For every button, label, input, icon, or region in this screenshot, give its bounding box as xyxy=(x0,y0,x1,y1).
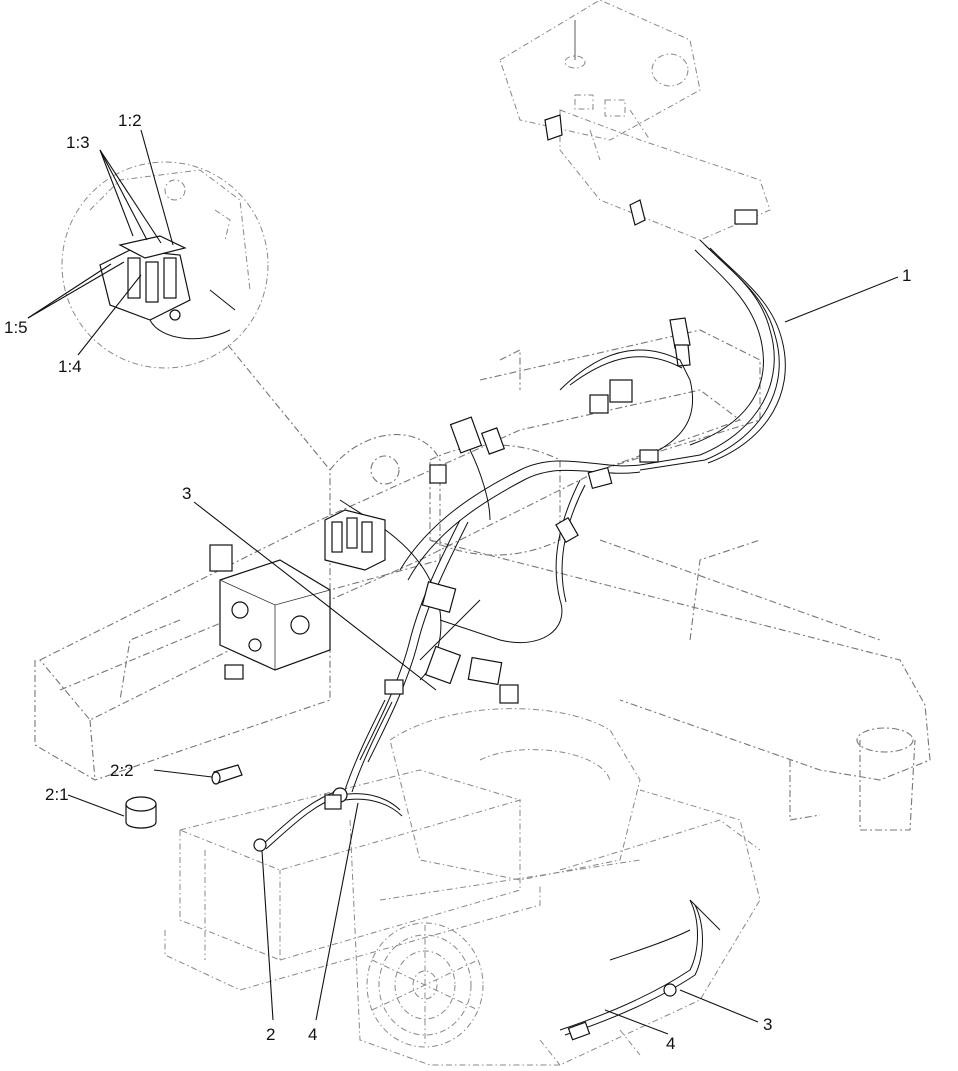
callout-2-1: 2:1 xyxy=(45,785,69,804)
battery-cables xyxy=(253,699,403,852)
callout-2: 2 xyxy=(266,1025,275,1044)
engine-phantom xyxy=(349,708,761,1066)
callout-4-right: 4 xyxy=(666,1034,675,1053)
callout-labels: 1:2 1:3 1:5 1:4 1 3 2:2 2:1 2 4 4 3 xyxy=(4,111,911,1053)
control-panel-assembly xyxy=(499,0,771,367)
callout-1-5: 1:5 xyxy=(4,318,28,337)
relay-block xyxy=(324,509,386,571)
battery-phantom xyxy=(164,769,541,991)
terminal-cap-2-1 xyxy=(125,796,157,829)
terminal-boot-2-2 xyxy=(211,764,243,785)
callout-3-lower: 3 xyxy=(763,1015,772,1034)
detail-reference-line xyxy=(227,344,331,471)
harness-connectors xyxy=(421,379,659,613)
callout-1: 1 xyxy=(902,266,911,285)
machine-frame-phantom xyxy=(34,329,931,831)
lower-junction xyxy=(384,645,519,704)
detail-circle xyxy=(61,161,269,369)
callout-1-2: 1:2 xyxy=(118,111,142,130)
callout-3-upper: 3 xyxy=(182,484,191,503)
leader-lines xyxy=(27,129,899,1035)
callout-1-4: 1:4 xyxy=(58,357,82,376)
callout-1-3: 1:3 xyxy=(66,133,90,152)
valve-block xyxy=(209,544,331,680)
callout-2-2: 2:2 xyxy=(110,761,134,780)
callout-4-left: 4 xyxy=(308,1025,317,1044)
engine-ground-harness xyxy=(559,899,721,1041)
main-wire-harness xyxy=(339,239,786,763)
